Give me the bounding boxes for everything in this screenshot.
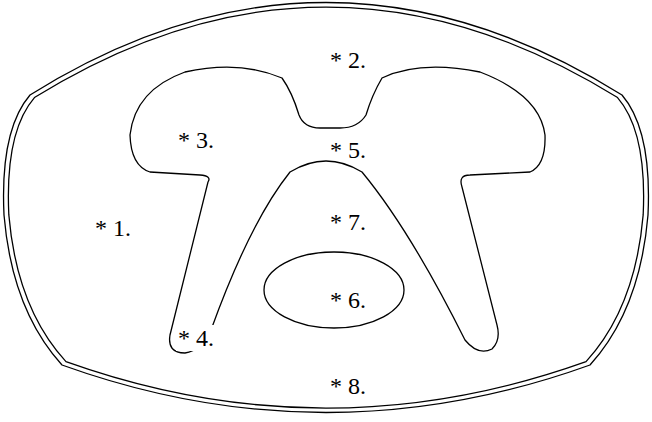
callout-number: * 8. [330, 374, 366, 398]
gray-matter [130, 67, 545, 353]
inner-outline [8, 7, 643, 408]
callout-number: * 1. [95, 216, 131, 240]
callout-number: * 5. [330, 138, 366, 162]
callout-number: * 3. [178, 128, 214, 152]
central-region [264, 252, 404, 328]
callout-number: * 4. [176, 325, 216, 351]
callout-number: * 6. [330, 288, 366, 312]
outer-outline [4, 3, 649, 413]
callout-number: * 7. [330, 210, 366, 234]
callout-number: * 2. [330, 48, 366, 72]
